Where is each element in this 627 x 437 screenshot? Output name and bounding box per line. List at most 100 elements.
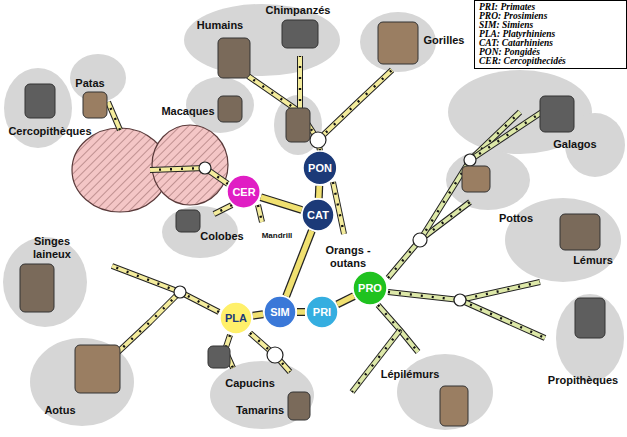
clade-code: CAT: [307, 209, 329, 221]
branch-hub: [454, 294, 466, 306]
branch: [214, 205, 232, 214]
trunk-outline: [286, 231, 312, 296]
animal-photo: [440, 386, 468, 426]
branch-hub: [310, 132, 326, 148]
animal-photo: [20, 264, 54, 312]
group-label: Cercopithèques: [8, 125, 91, 138]
branch: [333, 182, 344, 234]
branch-outline: [333, 182, 344, 234]
species-cluster: [152, 125, 228, 205]
branch-marks: [333, 182, 344, 234]
group-label: Pottos: [499, 212, 533, 225]
branch-marks: [352, 330, 400, 392]
clade-circle: CER: [226, 174, 261, 209]
branch-marks: [118, 292, 180, 352]
trunk-outline: [261, 197, 302, 210]
branch-hub: [464, 154, 476, 166]
branch: [298, 56, 302, 112]
trunk-branch: [297, 309, 305, 315]
trunk-outline: [253, 314, 263, 315]
group-name: Patas: [75, 77, 104, 89]
branch-marks: [460, 300, 545, 338]
branch: [460, 300, 545, 338]
clade-circle: PLA: [219, 301, 253, 335]
group-label: Colobes: [200, 230, 243, 243]
branch: [250, 333, 290, 372]
trunk-outline: [315, 186, 324, 198]
trunk-branch: [253, 314, 263, 315]
legend-entry: SIM: Simiens: [479, 21, 622, 30]
group-name: Macaques: [161, 105, 214, 117]
animal-photo: [560, 214, 600, 250]
group-name: Singes laineux: [33, 235, 71, 260]
group-blob: [184, 4, 340, 76]
branch-outline: [388, 202, 470, 278]
circle-outline: [227, 175, 260, 208]
group-name: Galagos: [553, 138, 596, 150]
branch-outline: [150, 168, 205, 170]
legend-text: PON: Pongidés: [479, 47, 540, 57]
branch-outline: [258, 205, 262, 222]
branch: [118, 292, 180, 352]
clade-code: PLA: [225, 312, 247, 324]
clade-circle: PRI: [305, 295, 339, 329]
legend-text: CER: Cercopithecidés: [479, 56, 566, 66]
group-blob: [210, 361, 314, 429]
branch: [150, 168, 205, 170]
clade-circle: PRO: [352, 270, 388, 306]
group-name: Aotus: [44, 404, 75, 416]
animal-photo: [83, 92, 107, 118]
animal-photo: [218, 96, 242, 122]
trunk-outline: [297, 308, 305, 316]
group-blob: [505, 198, 621, 282]
branch-marks: [108, 102, 120, 130]
group-name: Cercopithèques: [8, 125, 91, 137]
group-label: Tamarins: [236, 404, 284, 417]
clade-circle: PON: [302, 150, 338, 186]
animal-photo: [575, 298, 605, 338]
branch: [388, 202, 470, 278]
legend-box: PRI: PrimatesPRO: ProsimiensSIM: Simiens…: [474, 0, 627, 69]
clade-code: PRI: [313, 306, 331, 318]
group-label: Lémurs: [573, 254, 613, 267]
group-label: Mandrill: [262, 231, 293, 240]
group-name: Chimpanzés: [266, 4, 331, 16]
group-blob: [556, 294, 624, 382]
group-blob: [30, 338, 134, 426]
group-label: Humains: [197, 19, 243, 32]
animal-photo: [218, 38, 250, 78]
legend-text: PLA: Platyrhiniens: [479, 29, 555, 39]
branch: [352, 330, 400, 392]
circle-outline: [220, 302, 252, 334]
branch-marks: [388, 202, 470, 278]
branch-outline: [318, 70, 392, 140]
circle-outline: [353, 271, 387, 305]
group-name: Propithèques: [548, 374, 618, 386]
clade-circle: CAT: [301, 198, 335, 232]
branch-marks: [250, 333, 290, 372]
legend-entry: PRO: Prosimiens: [479, 12, 622, 21]
branch-outline: [352, 330, 400, 392]
trunk-branch: [337, 296, 354, 304]
clade-code: SIM: [270, 306, 290, 318]
branch-outline: [118, 292, 180, 352]
branch-hub: [413, 233, 427, 247]
branch-outline: [297, 56, 303, 112]
branch: [108, 102, 120, 130]
group-name: Colobes: [200, 230, 243, 242]
trunk-outline: [337, 296, 354, 304]
clade-code: PRO: [358, 282, 382, 294]
circle-outline: [306, 296, 338, 328]
branch-outline: [250, 333, 290, 372]
circle-outline: [302, 199, 334, 231]
group-label: Patas: [75, 77, 104, 90]
legend-entry: PLA: Platyrhiniens: [479, 30, 622, 39]
branch-marks: [258, 205, 262, 222]
circle-outline: [303, 151, 337, 185]
legend-text: PRI: Primates: [479, 2, 535, 12]
trunk-branch: [286, 231, 312, 296]
clade-circle: SIM: [263, 295, 297, 329]
trunk-branch: [261, 197, 302, 210]
legend-entry: CAT: Catarhiniens: [479, 39, 622, 48]
